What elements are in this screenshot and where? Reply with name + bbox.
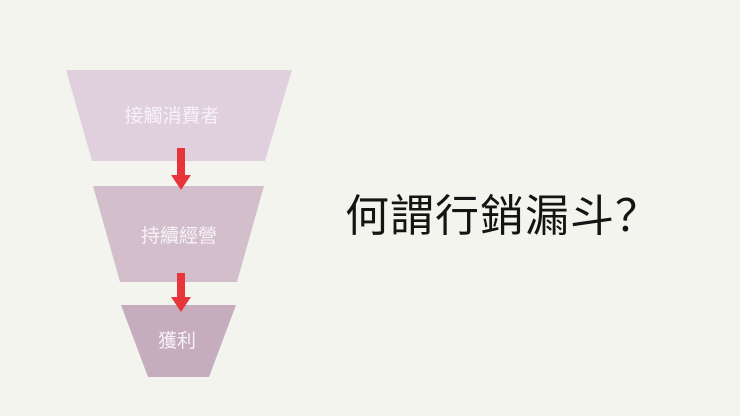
down-arrow-icon (171, 273, 191, 312)
funnel-stage-2-label: 持續經營 (140, 225, 218, 247)
funnel-stage-2-shape (93, 186, 264, 282)
funnel-stage-1-label: 接觸消費者 (124, 105, 220, 127)
slide-title: 何謂行銷漏斗？ (345, 191, 660, 242)
funnel-stage-3-label: 獲利 (157, 330, 197, 352)
funnel-stage-3-shape (121, 305, 236, 377)
funnel-stage-1-shape (66, 70, 292, 161)
down-arrow-icon (171, 148, 191, 190)
